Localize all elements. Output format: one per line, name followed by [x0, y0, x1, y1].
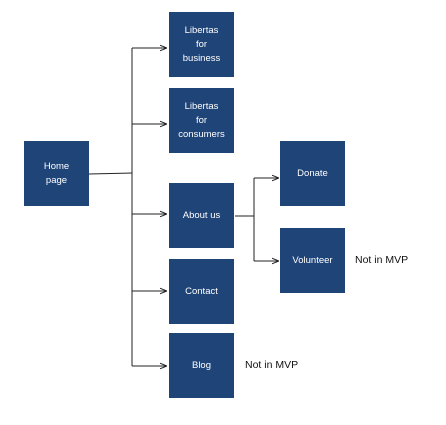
node-volunteer[interactable]: Volunteer	[280, 228, 345, 293]
blog-note: Not in MVP	[245, 359, 299, 371]
node-label-line: Contact	[185, 285, 218, 297]
node-home-page[interactable]: Home page	[24, 141, 89, 206]
node-libertas-for-consumers[interactable]: Libertas for consumers	[169, 88, 234, 153]
node-label-line: About us	[182, 209, 221, 221]
node-libertas-for-business[interactable]: Libertas for business	[169, 12, 234, 77]
node-contact[interactable]: Contact	[169, 259, 234, 324]
node-label-line: page	[45, 174, 68, 186]
node-label-line: Blog	[191, 359, 211, 371]
node-label-line: for	[195, 38, 208, 50]
node-label-line: Libertas	[184, 24, 219, 36]
node-donate[interactable]: Donate	[280, 141, 345, 206]
node-label-line: Volunteer	[292, 254, 333, 266]
volunteer-note: Not in MVP	[355, 254, 409, 266]
node-label-line: Libertas	[184, 100, 219, 112]
node-label-line: Donate	[297, 167, 328, 179]
home-connector	[88, 172, 133, 175]
node-about-us[interactable]: About us	[169, 183, 234, 248]
node-label-line: business	[182, 52, 221, 64]
node-label-line: Home	[43, 160, 70, 172]
node-blog[interactable]: Blog	[169, 333, 234, 398]
node-label-line: for	[195, 114, 208, 126]
node-label-line: consumers	[178, 128, 225, 140]
